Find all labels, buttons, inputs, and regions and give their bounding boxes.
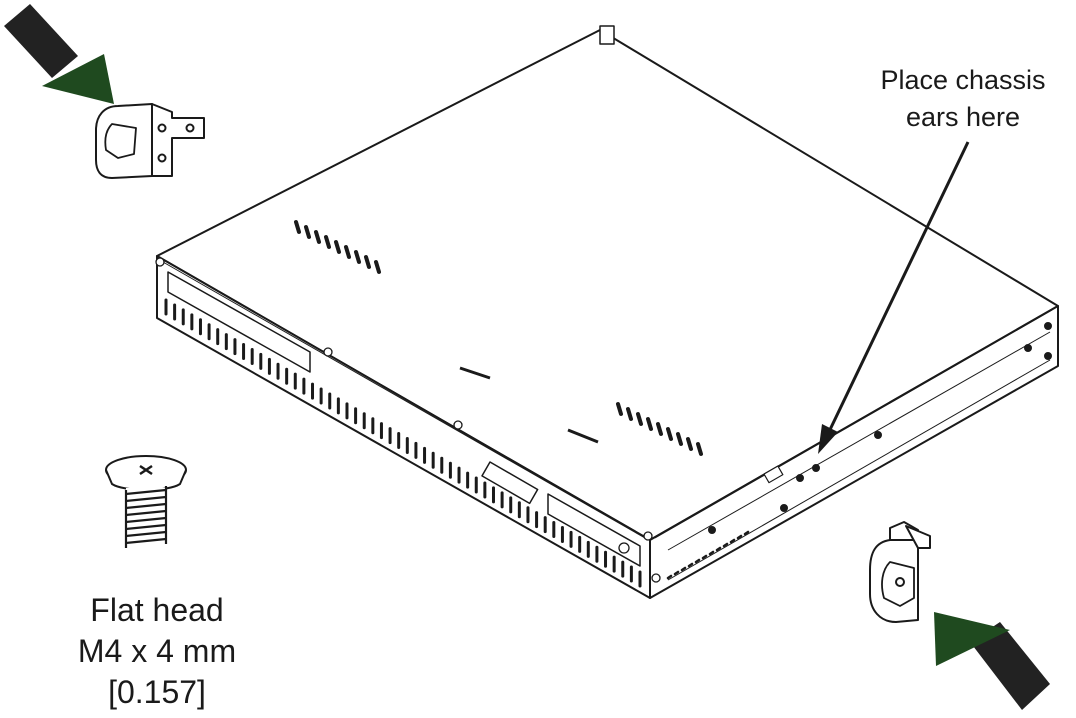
vent-slot	[314, 230, 321, 244]
arrow-tail	[970, 622, 1050, 710]
screw-threads	[124, 486, 168, 548]
thread-line	[125, 523, 167, 531]
vent-hole	[715, 546, 722, 552]
callout-line-2: ears here	[905, 102, 1021, 132]
arrow-head	[42, 54, 114, 104]
thread-line	[125, 530, 167, 538]
top-vent-slots-front	[616, 402, 703, 456]
vent-slot	[666, 427, 673, 441]
thread-line	[125, 495, 167, 503]
vent-slot	[686, 437, 693, 451]
thread-line	[125, 509, 167, 517]
vent-slot	[304, 225, 311, 239]
vent-slot	[656, 422, 663, 436]
vent-slot	[616, 402, 623, 416]
server-chassis	[155, 25, 1059, 599]
vent-slot	[334, 240, 341, 254]
side-vent-holes	[666, 530, 750, 580]
screw-size: M4 x 4 mm	[77, 633, 237, 669]
thread-line	[125, 502, 167, 510]
vent-hole	[687, 562, 694, 568]
vent-slot	[344, 245, 351, 259]
left-chassis-ear	[95, 103, 205, 179]
direction-arrow-bottom-right	[934, 612, 1050, 710]
vent-slot	[646, 417, 653, 431]
front-vent-grille	[164, 298, 642, 588]
vent-hole	[708, 550, 715, 556]
vent-hole	[743, 530, 750, 536]
vent-slot	[636, 412, 643, 426]
vent-slot	[294, 220, 301, 234]
thread-line	[125, 537, 167, 545]
vent-slot	[324, 235, 331, 249]
vent-slot	[626, 407, 633, 421]
vent-hole	[680, 566, 687, 572]
chassis-side-face	[649, 305, 1059, 599]
direction-arrow-top-left	[4, 4, 114, 104]
vent-hole	[701, 554, 708, 560]
flat-head-screw	[105, 455, 187, 544]
arrow-tail	[4, 4, 78, 78]
vent-hole	[666, 574, 673, 580]
vent-slot	[374, 260, 381, 274]
vent-hole	[694, 558, 701, 564]
vent-hole	[729, 538, 736, 544]
vent-hole	[722, 542, 729, 548]
thread-line	[125, 516, 167, 524]
top-vent-slots-rear	[294, 220, 381, 274]
vent-hole	[736, 534, 743, 540]
screw-size-imperial: [0.157]	[108, 674, 206, 710]
callout-leader-arrow	[818, 141, 970, 454]
vent-slot	[676, 432, 683, 446]
callout-line-1: Place chassis	[880, 65, 1046, 95]
vent-slot	[696, 442, 703, 456]
right-chassis-ear	[869, 521, 931, 623]
screw-spec-label: Flat head M4 x 4 mm [0.157]	[52, 590, 262, 713]
vent-hole	[673, 570, 680, 576]
vent-slot	[364, 255, 371, 269]
screw-type: Flat head	[90, 592, 224, 628]
vent-slot	[354, 250, 361, 264]
thread-line	[125, 488, 167, 496]
arrow-head	[934, 612, 1010, 666]
callout-label: Place chassis ears here	[858, 62, 1068, 136]
